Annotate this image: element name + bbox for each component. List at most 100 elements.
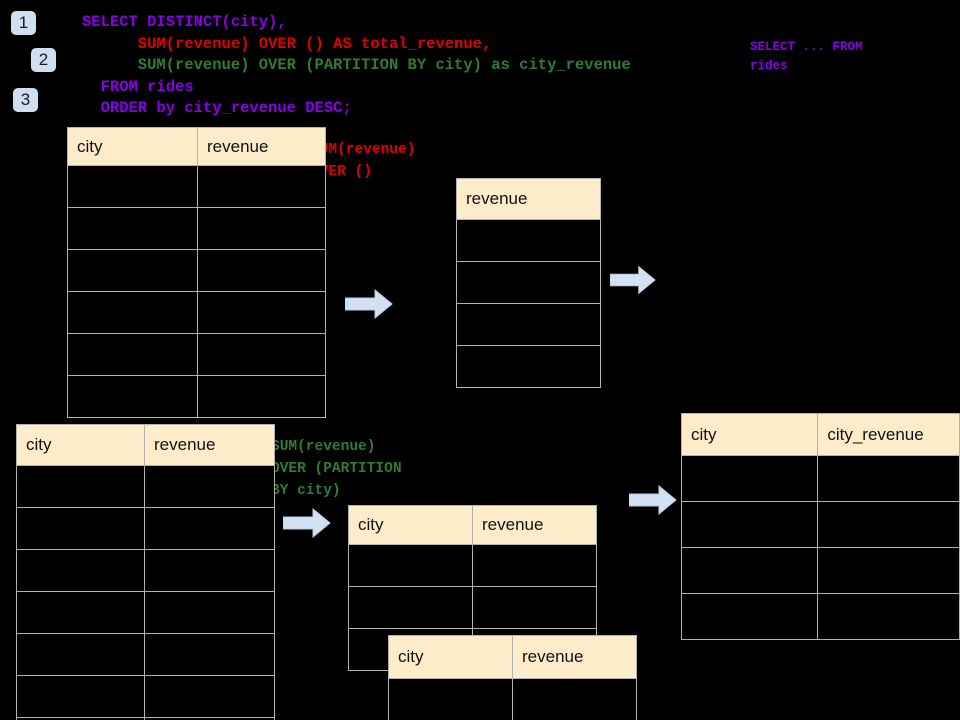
column-header-city: city — [680, 413, 819, 456]
column-header-revenue: revenue — [197, 127, 326, 166]
column-header-city: city — [388, 635, 513, 679]
table-cell — [817, 593, 960, 640]
table-cell — [817, 455, 960, 502]
table-row — [456, 219, 601, 262]
arrow-source-to-partition — [282, 507, 331, 543]
table-cell — [144, 507, 275, 550]
arrow-total-to-result — [609, 265, 656, 300]
table-cell — [817, 501, 960, 548]
table-row — [680, 501, 960, 548]
table-header-row: revenue — [456, 178, 601, 220]
table-row — [16, 465, 275, 508]
table-cell — [472, 544, 597, 587]
table-cell — [67, 249, 198, 292]
table-cell — [16, 507, 145, 550]
table-cell — [197, 375, 326, 418]
table-cell — [680, 501, 819, 548]
annotation-sum-over-empty: SUM(revenue) OVER () — [311, 142, 416, 180]
table-row — [67, 333, 326, 376]
sql-line-4: FROM rides — [82, 77, 194, 96]
arrow-partition-to-result — [628, 484, 677, 520]
table-row — [680, 547, 960, 594]
table-cell — [197, 291, 326, 334]
table-cell — [144, 549, 275, 592]
table-cell — [67, 291, 198, 334]
table-row — [16, 717, 275, 720]
table-cell — [16, 633, 145, 676]
column-header-city: city — [348, 505, 473, 545]
annotation-sum-over-partition-by-city: SUM(revenue) OVER (PARTITION BY city) — [271, 439, 402, 499]
table-row — [456, 303, 601, 346]
table-cell — [680, 455, 819, 502]
table-cell — [144, 717, 275, 720]
table-cell — [817, 547, 960, 594]
column-header-city: city — [67, 127, 198, 166]
table-cell — [472, 586, 597, 629]
column-header-city_revenue: city_revenue — [817, 413, 960, 456]
table-cell — [348, 586, 473, 629]
sql-line-2: SUM(revenue) OVER () AS total_revenue, — [82, 34, 492, 53]
table-row — [67, 249, 326, 292]
column-header-revenue: revenue — [472, 505, 597, 545]
table-cell — [16, 549, 145, 592]
step-badge-3: 3 — [13, 88, 38, 112]
table-cell — [456, 261, 601, 304]
table-cell — [16, 465, 145, 508]
sql-line-3: SUM(revenue) OVER (PARTITION BY city) as… — [82, 56, 631, 74]
table-row — [16, 591, 275, 634]
table-row — [67, 375, 326, 418]
step-badge-2: 2 — [31, 48, 56, 72]
annotation-select-from-rides: SELECT ... FROM rides — [750, 40, 863, 73]
column-header-city: city — [16, 424, 145, 466]
table-row — [348, 586, 597, 629]
table-cell — [680, 547, 819, 594]
table-cell — [456, 303, 601, 346]
table-row — [16, 633, 275, 676]
table-row — [67, 291, 326, 334]
table-row — [16, 507, 275, 550]
column-header-revenue: revenue — [456, 178, 601, 220]
table-cell — [456, 345, 601, 388]
table-row — [388, 678, 637, 720]
table-cell — [67, 207, 198, 250]
table-cell — [197, 333, 326, 376]
column-header-revenue: revenue — [512, 635, 637, 679]
table-row — [680, 455, 960, 502]
table-cell — [197, 165, 326, 208]
table-cell — [67, 375, 198, 418]
table-cell — [456, 219, 601, 262]
table-cell — [144, 675, 275, 718]
table-row — [348, 544, 597, 587]
table-row — [456, 261, 601, 304]
sql-line-1: SELECT DISTINCT(city), — [82, 13, 287, 31]
sql-line-5: ORDER by city_revenue DESC; — [82, 99, 352, 117]
table-row — [680, 593, 960, 640]
table-cell — [144, 465, 275, 508]
arrow-source-to-total — [344, 288, 393, 324]
table-cell — [197, 207, 326, 250]
table-cell — [67, 333, 198, 376]
table-cell — [197, 249, 326, 292]
sql-query-block: SELECT DISTINCT(city), SUM(revenue) OVER… — [82, 12, 631, 120]
column-header-revenue: revenue — [144, 424, 275, 466]
table-cell — [144, 633, 275, 676]
table-cell — [512, 678, 637, 720]
table-total-revenue: revenue — [456, 178, 601, 388]
table-cell — [16, 591, 145, 634]
table-row — [16, 549, 275, 592]
table-cell — [388, 678, 513, 720]
table-row — [67, 165, 326, 208]
table-cell — [67, 165, 198, 208]
table-cell — [680, 593, 819, 640]
table-cell — [348, 544, 473, 587]
